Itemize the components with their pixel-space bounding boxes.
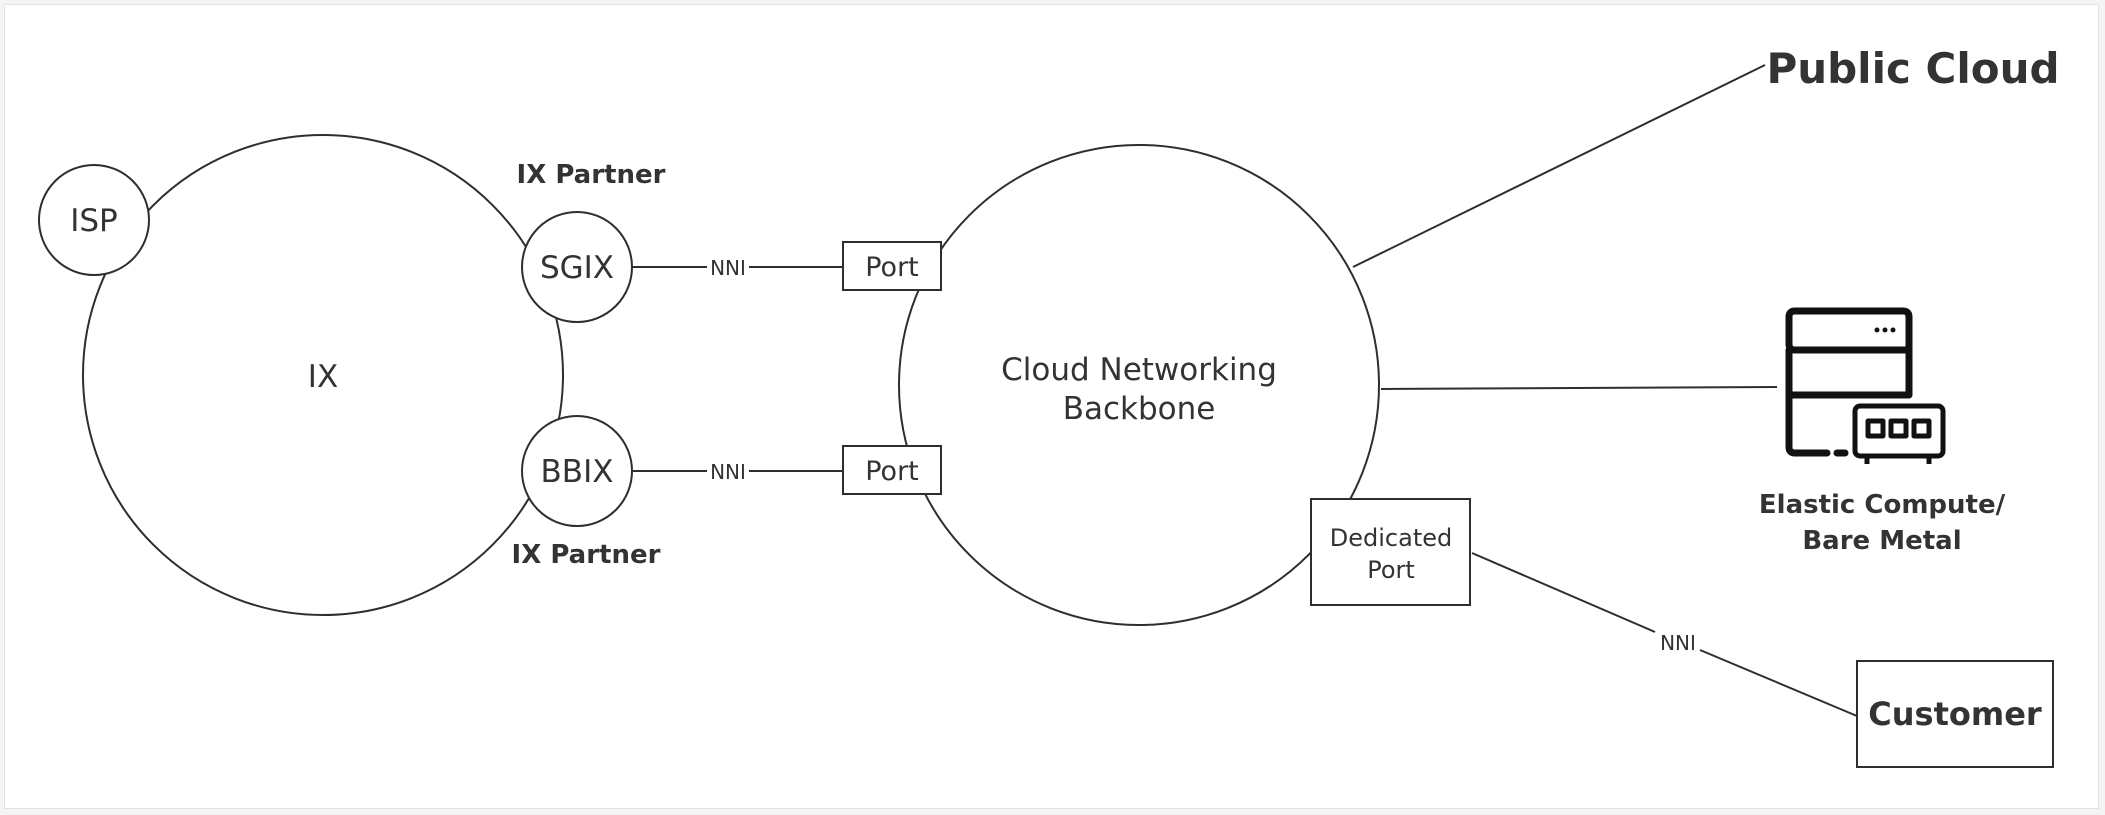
ix-partner-top-label: IX Partner [517, 160, 666, 190]
backbone-label-line2: Backbone [1063, 391, 1216, 427]
dedicated-label-line1: Dedicated [1330, 524, 1452, 552]
port-bottom-label: Port [865, 456, 919, 487]
dedicated-port-box [1310, 498, 1471, 606]
link-backbone-compute [1380, 386, 1778, 390]
public-cloud-label: Public Cloud [1766, 44, 2059, 93]
nni-customer-label: NNI [1660, 631, 1696, 655]
compute-label-line1: Elastic Compute/ [1759, 490, 2006, 520]
ix-partner-bottom-label: IX Partner [512, 540, 661, 570]
link-nni-customer [1699, 649, 1858, 717]
port-top-label: Port [865, 252, 919, 283]
customer-box [1856, 660, 2054, 768]
customer-label: Customer [1868, 695, 2042, 733]
ix-circle [82, 134, 564, 616]
sgix-label: SGIX [540, 250, 614, 286]
sgix-circle [521, 211, 633, 323]
backbone-circle [898, 144, 1380, 626]
network-diagram: ISP IX SGIX BBIX IX Partner IX Partner N… [38, 44, 2060, 768]
backbone-label-line1: Cloud Networking [1001, 352, 1277, 388]
compute-label-line2: Bare Metal [1802, 526, 1961, 556]
bbix-label: BBIX [541, 454, 614, 490]
server-icon [1785, 307, 1946, 464]
bbix-circle [521, 415, 633, 527]
isp-label: ISP [70, 203, 118, 239]
port-bottom-box [842, 445, 942, 495]
nni-top-label: NNI [710, 256, 746, 280]
nni-bottom-label: NNI [710, 460, 746, 484]
link-backbone-public-cloud [1352, 64, 1766, 268]
dedicated-label-line2: Port [1367, 556, 1415, 584]
isp-circle [38, 164, 150, 276]
ix-label: IX [308, 359, 338, 395]
diagram-canvas: ISP IX SGIX BBIX IX Partner IX Partner N… [4, 4, 2099, 809]
link-dedicated-nni [1471, 552, 1656, 633]
port-top-box [842, 241, 942, 291]
